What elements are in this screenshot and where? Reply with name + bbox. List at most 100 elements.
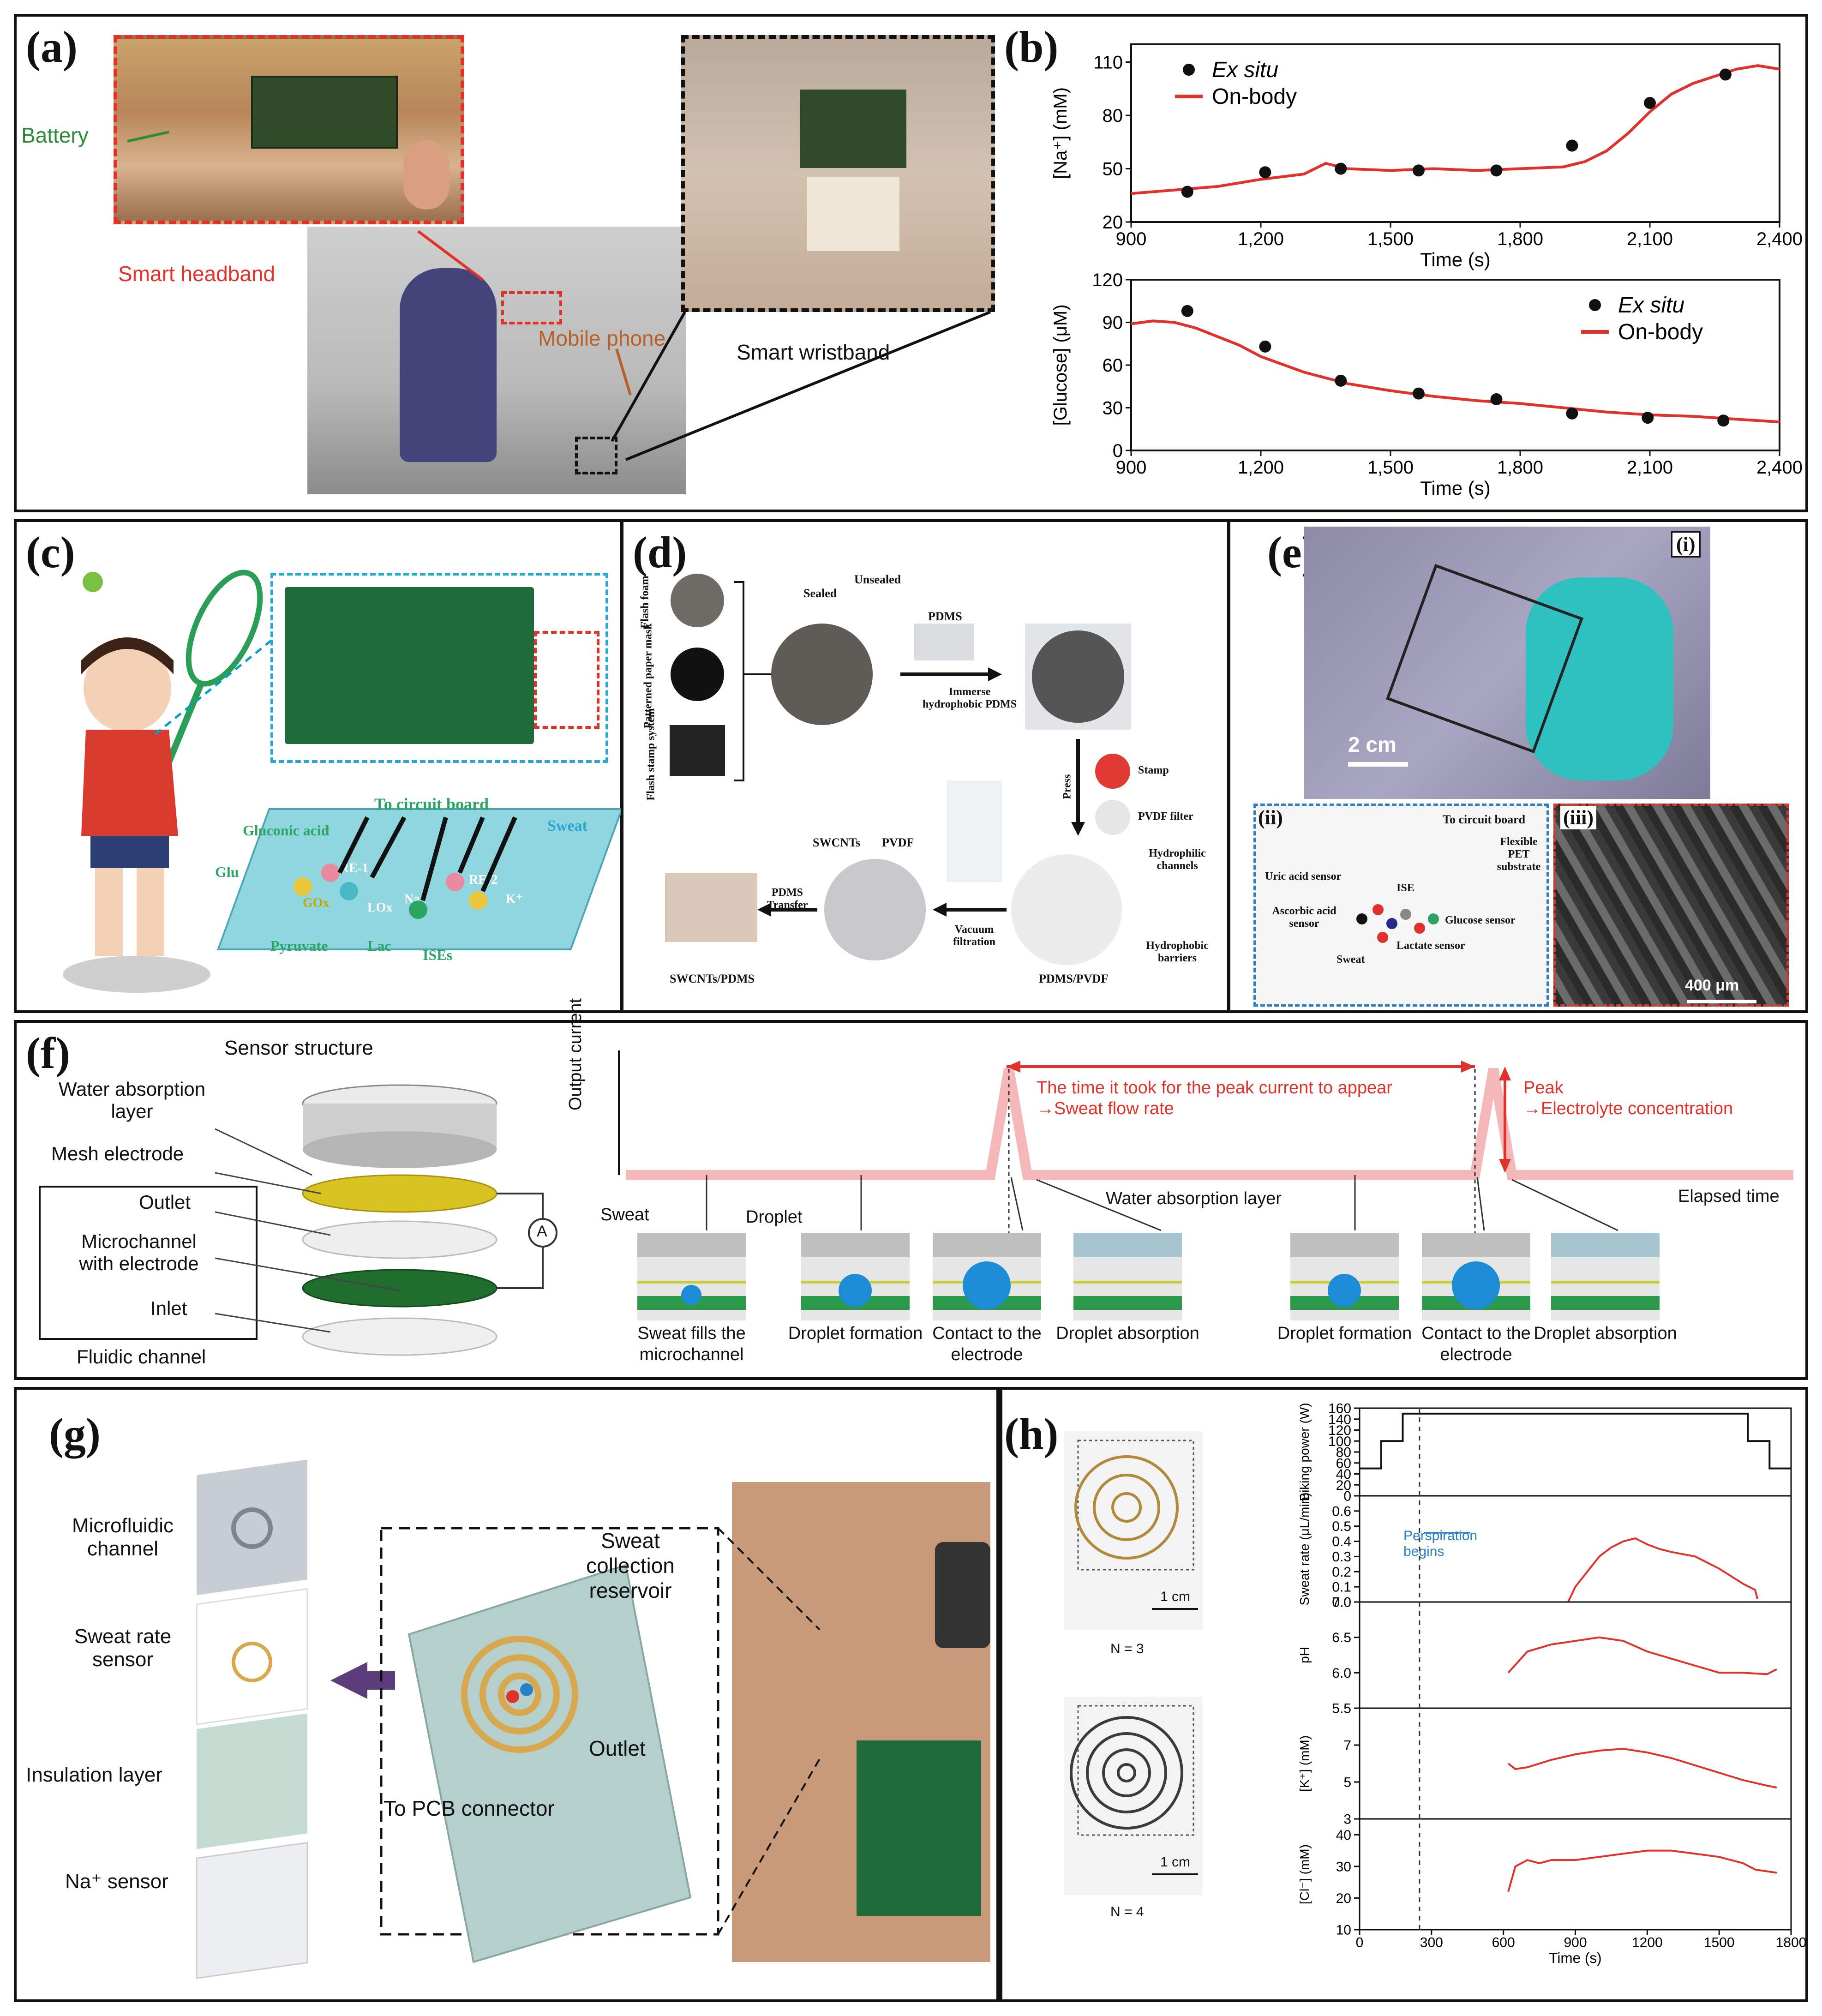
b-bottom-ytick-label: 30 (1103, 398, 1123, 419)
b-top-frame (1130, 43, 1780, 223)
h-sweat-ytick-label: 0.0 (1332, 1595, 1351, 1610)
b-bottom-legend-marker-exsitu (1589, 299, 1601, 311)
pcb-image (285, 587, 534, 744)
label-unsealed: Unsealed (854, 573, 901, 586)
panel-g: (g) Microfluidic channel Sweat rate sens… (14, 1387, 999, 2002)
b-top-ytick-label: 50 (1103, 159, 1123, 180)
h-cl-ylabel: [Cl⁻] (mM) (1297, 1844, 1312, 1904)
h-k-line (1507, 1747, 1777, 1788)
label-e-uric: Uric acid sensor (1265, 870, 1342, 882)
label-lox: LOx (367, 900, 393, 915)
label-e-i: (i) (1671, 531, 1701, 558)
droplet-cell (1551, 1233, 1660, 1320)
h-ph-line (1507, 1636, 1777, 1675)
g-outlet: Outlet (589, 1736, 646, 1760)
b-top-xtick-label: 2,400 (1756, 229, 1803, 249)
panel-f: (f) Sensor structure A Water absorption … (14, 998, 1808, 1380)
label-flash-foam: Flash foam (639, 576, 651, 629)
h-sweat-ytick-label: 0.2 (1332, 1565, 1351, 1580)
fabrication-flow (665, 574, 1131, 965)
b-bottom-xtick-label: 1,800 (1497, 457, 1543, 478)
phone-label: Mobile phone (538, 326, 666, 350)
h-power-ytick-label: 140 (1328, 1412, 1351, 1427)
label-e-ise: ISE (1396, 882, 1414, 894)
h-k-ytick-label: 5 (1343, 1775, 1351, 1790)
label-press: Press (1061, 774, 1073, 799)
wristband-photo (681, 35, 995, 312)
b-bottom-xtick-label: 2,400 (1756, 457, 1803, 478)
cycling-photo (307, 227, 686, 494)
panel-a-connectors (127, 131, 991, 461)
label-sweat: Sweat (547, 817, 587, 834)
headband-marker (501, 291, 562, 324)
h-cl-xtick-label: 600 (1492, 1935, 1515, 1950)
f-elapsed-time: Elapsed time (1678, 1187, 1780, 1206)
ear-image (403, 140, 450, 210)
droplet-icon (1328, 1273, 1361, 1307)
h-cl-frame (1359, 1818, 1792, 1931)
panel-e: (e) 2 cm (i) (ii) To circuit board Flexi… (1228, 519, 1808, 1013)
droplet-icon (681, 1284, 701, 1305)
label-ises: ISEs (423, 947, 453, 963)
b-bottom-point (1412, 387, 1425, 400)
b-top-xtick-label: 1,500 (1367, 229, 1414, 249)
h-sweat-ytick-label: 0.5 (1332, 1519, 1351, 1534)
b-bottom-point (1717, 414, 1730, 427)
label-vacuum: Vacuum filtration (953, 924, 995, 948)
f-mesh-electrode: Mesh electrode (51, 1143, 184, 1164)
h-cl-xtick-label: 900 (1564, 1935, 1587, 1950)
h-cl-xtick-label: 1800 (1776, 1935, 1805, 1950)
droplet-cell (1290, 1233, 1399, 1320)
f-sweat: Sweat (600, 1205, 649, 1224)
label-swcnts: SWCNTs (813, 836, 861, 849)
g-reservoir: Sweat collection reservoir (586, 1529, 675, 1602)
label-hydrophobic: Hydrophobic barriers (1146, 940, 1209, 964)
b-bottom-ytick-label: 0 (1113, 441, 1123, 461)
sensor-dots (1356, 904, 1439, 943)
circuit-board-image (251, 76, 398, 149)
h-ph-ytick-label: 6.5 (1332, 1630, 1351, 1645)
h-k-ytick-label: 7 (1343, 1738, 1351, 1753)
label-e-ascorbic: Ascorbic acid sensor (1272, 905, 1337, 930)
b-bottom-ylabel: [Glucose] (μM) (1050, 304, 1071, 426)
b-top-point (1719, 68, 1732, 81)
label-flash-stamp-system: Flash stamp system (645, 708, 657, 801)
panel-label-f: (f) (26, 1028, 70, 1078)
label-pdms-transfer: PDMS Transfer (767, 887, 808, 911)
h-power-ytick-label: 0 (1343, 1489, 1351, 1504)
b-bottom-point (1490, 393, 1503, 405)
panel-label-d: (d) (633, 528, 687, 577)
panel-ab: (a) Battery Smart headband Mobile phone … (14, 14, 1808, 512)
h-electrode-photos (1064, 1431, 1203, 1895)
b-top-xtick-label: 1,800 (1497, 229, 1543, 249)
h-scale-1: 1 cm (1160, 1589, 1191, 1604)
scale-label-400um: 400 μm (1685, 977, 1739, 994)
droplet-icon (1452, 1261, 1500, 1309)
h-power-line (1360, 1412, 1791, 1470)
person-silhouette (400, 268, 497, 462)
droplet-step-label: Contact to the electrode (1421, 1324, 1531, 1364)
b-top-xtick-label: 2,100 (1627, 229, 1673, 249)
b-top-xlabel: Time (s) (1420, 249, 1490, 270)
f-inlet: Inlet (150, 1297, 187, 1319)
b-top-ytick-label: 110 (1093, 53, 1123, 73)
droplet-icon (963, 1261, 1011, 1309)
h-sweat-line (1567, 1537, 1759, 1602)
b-top-point (1335, 162, 1347, 175)
label-pdms-pvdf: PDMS/PVDF (1039, 972, 1109, 985)
f-outlet: Outlet (139, 1191, 191, 1213)
panel-d: (d) Flash foam Patterned paper mask Flas… (621, 519, 1230, 1013)
b-top-point (1181, 186, 1193, 198)
h-ph-ytick-label: 5.5 (1332, 1701, 1351, 1716)
panel-label-h: (h) (1004, 1409, 1059, 1458)
label-to-circuit-board: To circuit board (374, 795, 489, 813)
h-ph-ytick-label: 6.0 (1332, 1666, 1351, 1681)
b-top-point (1259, 166, 1271, 179)
droplet-cell (637, 1233, 746, 1320)
scale-label-2cm: 2 cm (1348, 732, 1396, 756)
g-insulation: Insulation layer (26, 1764, 162, 1786)
b-top-ytick-label: 20 (1103, 212, 1123, 233)
b-top-xtick-label: 900 (1116, 229, 1147, 249)
